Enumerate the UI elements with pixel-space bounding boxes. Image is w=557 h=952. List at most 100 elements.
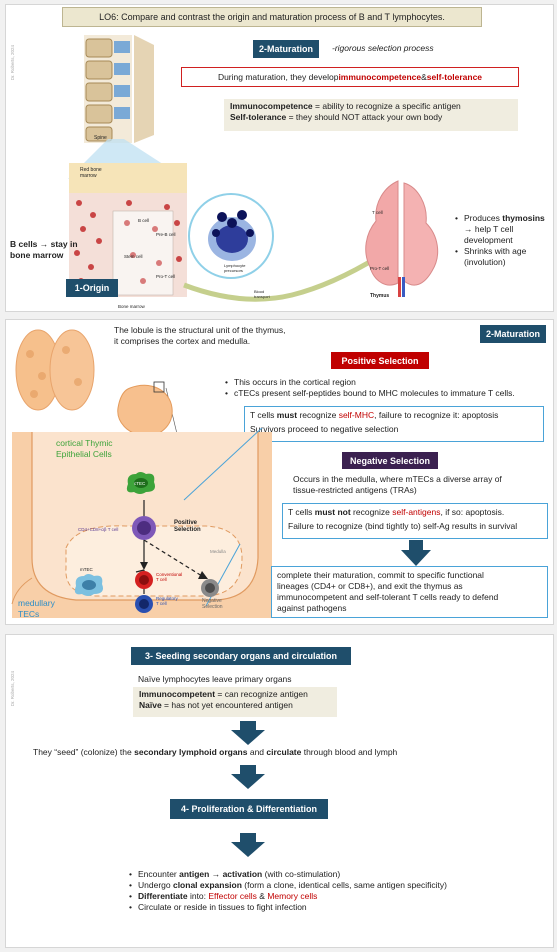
immunocompetent-naive-box: Immunocompetent = can recognize antigen …	[133, 687, 337, 717]
thymus-bullets: Produces thymosins→ help T celldevelopme…	[454, 213, 553, 268]
watermark: Dr. Roberts, 2024	[10, 671, 15, 707]
arrow-down-icon	[231, 765, 265, 789]
maturation-label: 2-Maturation	[480, 325, 546, 343]
thymosins-pre: Produces	[464, 213, 503, 223]
b3-effector-cells: Effector cells	[208, 891, 257, 901]
box1-pre: T cells	[250, 410, 277, 420]
regulatory-t-label: Regulatory T cell	[156, 596, 178, 606]
proliferation-title: 4- Proliferation & Differentiation	[170, 799, 328, 819]
lo6-header-text: LO6: Compare and contrast the origin and…	[99, 12, 445, 22]
bullet-clonal-expansion: Undergo clonal expansion (form a clone, …	[129, 880, 553, 891]
positive-selection-title: Positive Selection	[331, 352, 429, 369]
b1-antigen-activation: antigen → activation	[179, 869, 263, 879]
during-self-tolerance: self-tolerance	[426, 71, 483, 82]
b-cells-line2: bone marrow	[10, 250, 64, 260]
seed-text: They “seed” (colonize) the secondary lym…	[33, 747, 397, 758]
watermark: Dr. Roberts, 2024	[10, 45, 15, 81]
thymus-protcell-label: Pro-T cell	[370, 266, 390, 271]
medullary-tec-label: medullary TECs	[18, 598, 55, 620]
definitions-box: Immunocompetence = ability to recognize …	[224, 99, 518, 131]
blood-transport-text: Blood transport	[254, 289, 270, 299]
seed-circulate: circulate	[266, 747, 302, 757]
box2-must-not: must not	[314, 507, 351, 517]
seed-post: through blood and lymph	[301, 747, 398, 757]
def-self-tolerance-term: Self-tolerance	[230, 112, 287, 122]
proliferation-bullets: Encounter antigen → activation (with co-…	[128, 869, 553, 913]
thymus-illustration	[365, 180, 439, 297]
slide-maturation: The lobule is the structural unit of the…	[5, 319, 554, 625]
box2-post: , if so: apoptosis.	[440, 507, 505, 517]
b1-post: (with co-stimulation)	[262, 869, 341, 879]
positive-selection-bullets: This occurs in the cortical region cTECs…	[224, 377, 553, 399]
box2-pre: T cells	[288, 507, 315, 517]
thymosins-rest2: development	[464, 235, 513, 245]
bullet-differentiate: Differentiate into: Effector cells & Mem…	[129, 891, 553, 902]
medulla-label: Medulla	[210, 549, 226, 554]
neg-sel-line1: Negative	[202, 598, 222, 604]
involution-a: Shrinks with age	[464, 246, 527, 256]
neg-sel-line2: Selection	[202, 604, 223, 610]
b2-post: (form a clone, identical cells, same ant…	[241, 880, 447, 890]
conventional-t-label: Conventional T cell	[156, 572, 182, 582]
involution-b: (involution)	[464, 257, 506, 267]
ctec-label: cTEC	[134, 481, 146, 486]
mtec-cell	[74, 574, 103, 596]
lobule-line1: The lobule is the structural unit of the…	[114, 325, 286, 335]
naive-text: = has not yet encountered antigen	[161, 700, 293, 710]
positive-selection-diagram-label: Positive Selection	[174, 520, 201, 534]
marrow-label-bcell: B cell	[138, 218, 150, 223]
mtec-label: mTEC	[80, 567, 93, 572]
box1-self-mhc: self-MHC	[338, 410, 375, 420]
red-marrow-text: Red bone marrow	[80, 167, 102, 179]
maturation-outcome-box: complete their maturation, commit to spe…	[271, 566, 548, 618]
thymus-tcell-label: T cell	[372, 210, 383, 215]
lymphocyte-text: Lymphocyte precursors	[224, 263, 246, 273]
origin-label: 1-Origin	[66, 279, 118, 297]
reg-line2: T cell	[156, 601, 167, 606]
box3-line3: immunocompetent and self-tolerant T cell…	[277, 592, 499, 602]
maturation-subtitle: -rigorous selection process	[332, 43, 434, 53]
bullet-activation: Encounter antigen → activation (with co-…	[129, 869, 553, 880]
b1-pre: Encounter	[138, 869, 180, 879]
box2-mid: recognize	[350, 507, 393, 517]
seed-pre: They “seed” (colonize) the	[33, 747, 135, 757]
immunocompetent-term: Immunocompetent	[139, 689, 216, 699]
during-text: During maturation, they develop	[217, 71, 339, 82]
neg-text2: tissue-restricted antigens (TRAs)	[293, 485, 417, 495]
bullet-circulate: Circulate or reside in tissues to fight …	[129, 902, 553, 913]
b2-pre: Undergo	[138, 880, 173, 890]
box1-mid: recognize	[297, 410, 339, 420]
box2-self-antigens: self-antigens	[392, 507, 441, 517]
lobule-text: The lobule is the structural unit of the…	[114, 325, 286, 347]
during-immunocompetence: immunocompetence	[338, 71, 422, 82]
thymosins-rest1: → help T cell	[464, 224, 514, 234]
neg-text1: Occurs in the medulla, where mTECs a div…	[293, 474, 502, 484]
box1-must: must	[276, 410, 298, 420]
maturation-title: 2-Maturation	[253, 40, 319, 58]
medullary-line2: TECs	[18, 609, 40, 619]
cortical-line1: cortical Thymic	[56, 438, 113, 448]
thymus-bullet-involution: Shrinks with age(involution)	[455, 246, 553, 268]
slide-seeding: Dr. Roberts, 2024 3- Seeding secondary o…	[5, 634, 554, 948]
bone-marrow-label: Bone marrow	[118, 304, 145, 309]
def-immunocompetence-term: Immunocompetence	[230, 101, 313, 111]
naive-leave-text: Naïve lymphocytes leave primary organs	[138, 674, 292, 684]
b2-clonal-expansion: clonal expansion	[172, 880, 242, 890]
pos-sel-line1: Positive	[174, 520, 198, 526]
arrow-down-icon	[231, 833, 265, 857]
blood-transport-arc	[183, 254, 380, 302]
b-cells-line1: B cells → stay in	[10, 239, 78, 249]
dp-t-cell	[132, 516, 156, 540]
thymosins-term: thymosins	[502, 213, 545, 223]
marrow-label-stemcell: Stem cell	[124, 254, 143, 259]
red-marrow-label: Red bone marrow	[80, 167, 110, 179]
b3-mid: into:	[187, 891, 209, 901]
immunocompetent-text: = can recognize antigen	[215, 689, 308, 699]
box3-line1: complete their maturation, commit to spe…	[277, 570, 484, 580]
marrow-label-prebcell: Pre-B cell	[156, 232, 176, 237]
negative-selection-title: Negative Selection	[342, 452, 438, 469]
positive-bullet-cortical: This occurs in the cortical region	[225, 377, 553, 388]
box3-line4: against pathogens	[277, 603, 347, 613]
lobule-line2: it comprises the cortex and medulla.	[114, 336, 251, 346]
b-cells-stay-note: B cells → stay in bone marrow	[10, 239, 78, 261]
